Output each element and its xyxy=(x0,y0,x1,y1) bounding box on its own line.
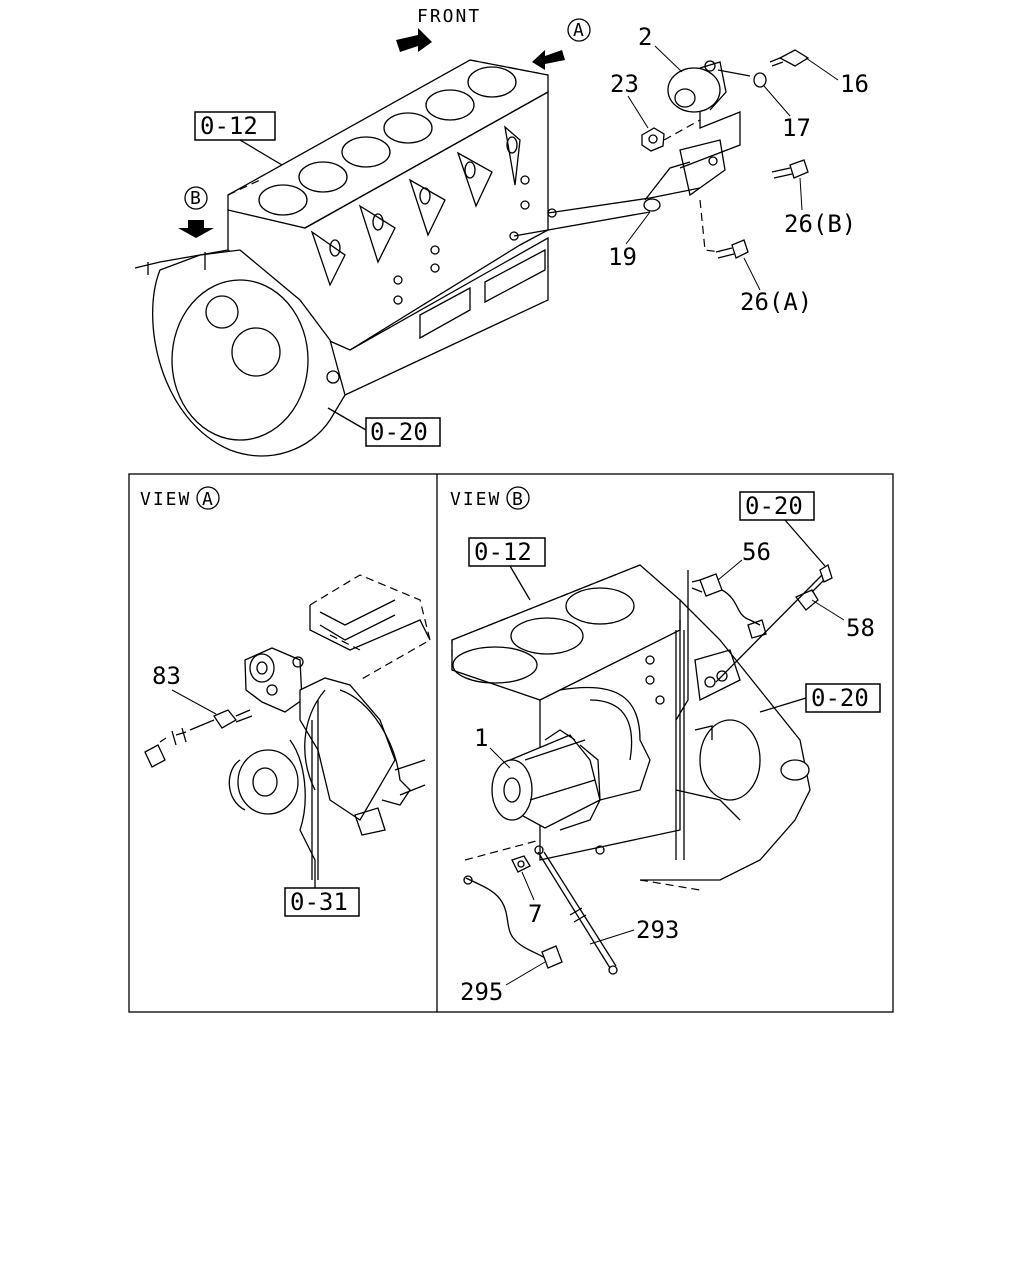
part-16-label: 16 xyxy=(840,70,869,98)
front-arrow xyxy=(396,28,432,52)
harness-295 xyxy=(463,875,563,969)
washer-17 xyxy=(753,72,767,88)
guide-26a xyxy=(699,199,721,253)
part-293-label: 293 xyxy=(636,916,679,944)
temperature-sensor-83 xyxy=(144,709,253,768)
svg-text:B: B xyxy=(512,489,525,510)
bolt-26b xyxy=(771,159,809,179)
part-19-label: 19 xyxy=(608,243,637,271)
view-a-title: VIEW A xyxy=(140,486,220,510)
ref-box-water-pump: 0-31 xyxy=(284,860,360,917)
view-a-marker: A xyxy=(567,18,591,42)
guide-nut xyxy=(663,119,701,141)
view-b-marker: B xyxy=(184,186,208,210)
part-26b-label: 26(B) xyxy=(784,210,856,238)
svg-text:0-31: 0-31 xyxy=(290,888,348,916)
view-b-arrow xyxy=(178,220,214,238)
nut-23 xyxy=(641,127,665,152)
ref-box-right-b: 0-20 xyxy=(759,683,881,713)
ref-box-block: 0-12 xyxy=(194,111,283,166)
link-rod-19 xyxy=(513,161,701,237)
svg-text:A: A xyxy=(202,489,215,510)
bolt-16 xyxy=(769,49,810,67)
cable-293 xyxy=(534,845,618,975)
svg-text:0-20: 0-20 xyxy=(370,418,428,446)
part-1-label: 1 xyxy=(474,724,488,752)
ref-box-flywheel-housing: 0-20 xyxy=(327,407,441,447)
clip-58 xyxy=(794,564,833,611)
part-58-label: 58 xyxy=(846,614,875,642)
front-label: FRONT xyxy=(417,6,481,27)
part-295-label: 295 xyxy=(460,978,503,1006)
svg-text:0-12: 0-12 xyxy=(200,112,258,140)
svg-text:0-20: 0-20 xyxy=(811,684,869,712)
svg-text:A: A xyxy=(573,20,586,41)
view-b-title: VIEW B xyxy=(450,486,530,510)
part-26a-label: 26(A) xyxy=(740,288,812,316)
svg-text:VIEW: VIEW xyxy=(450,489,501,510)
part-23-label: 23 xyxy=(610,70,639,98)
svg-text:B: B xyxy=(190,188,203,209)
engine-block-top xyxy=(134,59,557,457)
svg-text:VIEW: VIEW xyxy=(140,489,191,510)
ref-box-block-b: 0-12 xyxy=(468,537,546,601)
part-83-label: 83 xyxy=(152,662,181,690)
starter-motor-1 xyxy=(491,729,601,831)
ref-box-upper-b: 0-20 xyxy=(715,491,826,683)
views-frame xyxy=(128,473,894,1013)
water-pump-drawing xyxy=(228,574,431,880)
part-56-label: 56 xyxy=(742,538,771,566)
part-17-label: 17 xyxy=(782,114,811,142)
part-7-label: 7 xyxy=(528,900,542,928)
nut-7 xyxy=(511,855,531,873)
alternator-assembly xyxy=(667,60,751,197)
svg-text:0-12: 0-12 xyxy=(474,538,532,566)
block-view-b-drawing xyxy=(451,564,811,891)
view-a-arrow xyxy=(532,50,565,70)
bolt-26a xyxy=(715,239,749,259)
part-2-label: 2 xyxy=(638,23,652,51)
oil-pressure-switch-56 xyxy=(675,570,767,721)
svg-text:0-20: 0-20 xyxy=(745,492,803,520)
